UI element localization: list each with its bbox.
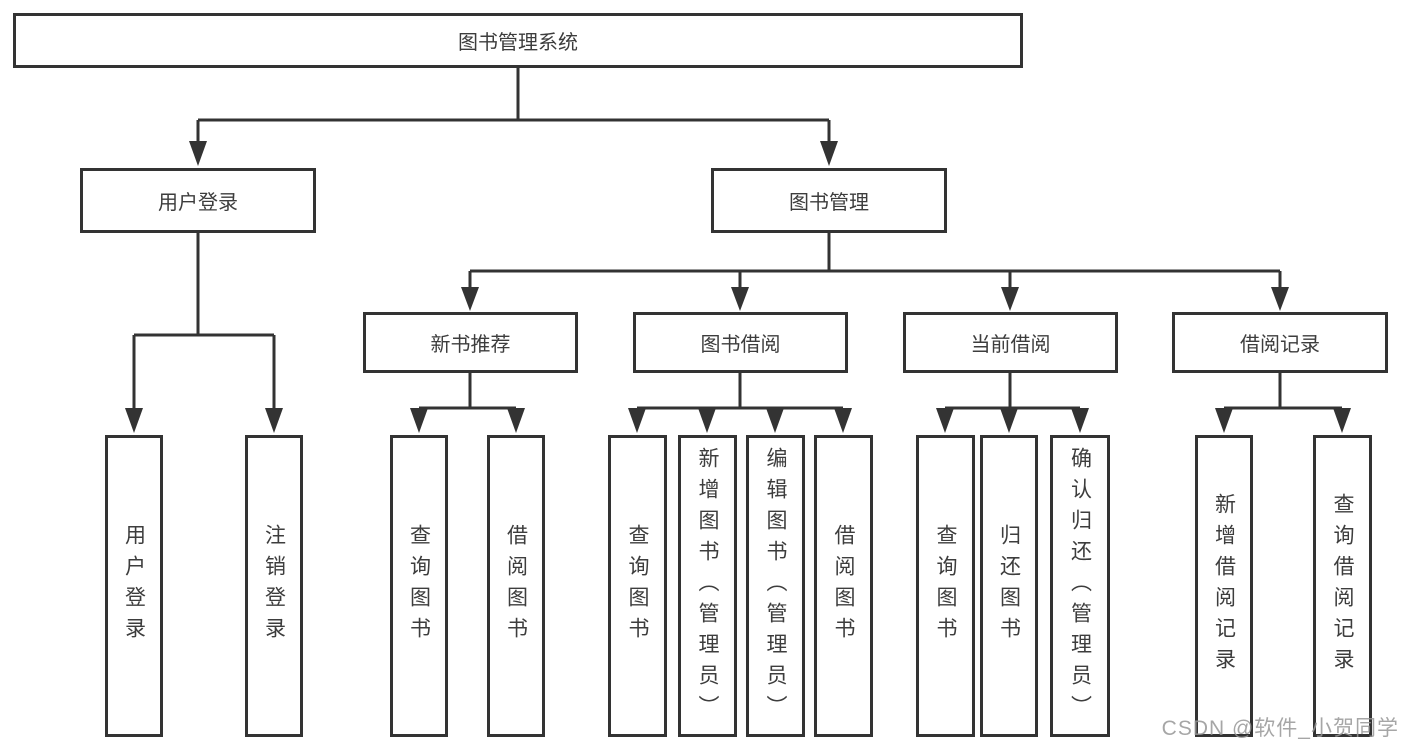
leaf-borrow-books-recommend: 借阅图书 — [487, 435, 545, 737]
leaf-confirm-return-admin-label: 确认归还（管理员） — [1068, 446, 1092, 726]
leaf-query-books-borrow-label: 查询图书 — [626, 524, 649, 648]
node-new-book-recommend: 新书推荐 — [363, 312, 578, 373]
leaf-query-books-recommend: 查询图书 — [390, 435, 448, 737]
node-borrowing-records: 借阅记录 — [1172, 312, 1388, 373]
leaf-user-login: 用户登录 — [105, 435, 163, 737]
node-user-login: 用户登录 — [80, 168, 316, 233]
leaf-query-books-borrow: 查询图书 — [608, 435, 667, 737]
leaf-add-books-admin-label: 新增图书（管理员） — [696, 446, 719, 726]
leaf-add-borrow-record-label: 新增借阅记录 — [1212, 493, 1236, 679]
leaf-user-login-label: 用户登录 — [122, 524, 146, 648]
leaf-borrow-books: 借阅图书 — [814, 435, 873, 737]
leaf-edit-books-admin-label: 编辑图书（管理员） — [764, 446, 787, 726]
leaf-query-books-current: 查询图书 — [916, 435, 975, 737]
leaf-borrow-books-recommend-label: 借阅图书 — [504, 524, 528, 648]
leaf-query-books-recommend-label: 查询图书 — [407, 524, 431, 648]
leaf-edit-books-admin: 编辑图书（管理员） — [746, 435, 805, 737]
node-current-borrowing: 当前借阅 — [903, 312, 1118, 373]
leaf-return-books-label: 归还图书 — [997, 524, 1021, 648]
leaf-borrow-books-label: 借阅图书 — [832, 524, 855, 648]
leaf-confirm-return-admin: 确认归还（管理员） — [1050, 435, 1110, 737]
node-book-management: 图书管理 — [711, 168, 947, 233]
leaf-query-borrow-record: 查询借阅记录 — [1313, 435, 1372, 737]
leaf-add-books-admin: 新增图书（管理员） — [678, 435, 737, 737]
leaf-add-borrow-record: 新增借阅记录 — [1195, 435, 1253, 737]
leaf-return-books: 归还图书 — [980, 435, 1038, 737]
leaf-query-borrow-record-label: 查询借阅记录 — [1331, 493, 1354, 679]
leaf-logout-label: 注销登录 — [262, 524, 286, 648]
watermark: CSDN @软件_小贺同学 — [1161, 717, 1399, 740]
node-root: 图书管理系统 — [13, 13, 1023, 68]
node-book-borrowing: 图书借阅 — [633, 312, 848, 373]
arrowheads — [125, 141, 1351, 433]
leaf-logout: 注销登录 — [245, 435, 303, 737]
leaf-query-books-current-label: 查询图书 — [934, 524, 957, 648]
